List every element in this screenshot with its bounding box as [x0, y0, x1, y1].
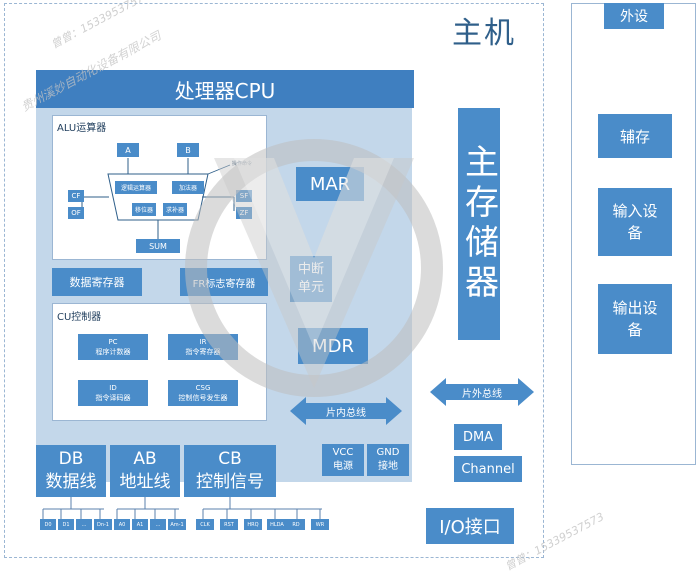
alu-adder: 加法器: [172, 181, 204, 194]
ab-pin: A1: [132, 519, 148, 530]
control-bus-cb: CB 控制信号: [184, 445, 276, 497]
auxiliary-storage: 辅存: [598, 114, 672, 158]
mdr-register: MDR: [298, 328, 368, 364]
cu-id: ID 指令译码器: [78, 380, 148, 406]
cb-pin: HLDA: [267, 519, 287, 530]
db-pin: D0: [40, 519, 56, 530]
cb-pin: RD: [287, 519, 305, 530]
main-memory: 主存储器: [458, 108, 500, 340]
cpu-title: 处理器CPU: [36, 70, 414, 108]
watermark-logo: [185, 139, 443, 397]
host-title: 主机: [452, 16, 516, 51]
bus-pin-connectors: [42, 497, 322, 519]
host-frame: [4, 3, 544, 558]
main-memory-label: 主存储器: [458, 144, 499, 304]
ab-pin: …: [150, 519, 166, 530]
cb-pin: WR: [311, 519, 329, 530]
power-gnd-label: GND: [376, 447, 400, 458]
cu-id-desc: 指令译码器: [95, 394, 131, 402]
address-bus-ab-desc: 地址线: [119, 472, 171, 492]
alu-sum: SUM: [136, 239, 180, 253]
input-device: 输入设备: [598, 188, 672, 256]
cu-csg-label: CSG: [195, 384, 211, 392]
alu-input-a: A: [117, 143, 139, 157]
cb-pin: HRQ: [244, 519, 262, 530]
internal-bus-arrow: [290, 397, 402, 425]
power-gnd: GND 接地: [367, 444, 409, 476]
power-vcc-label: VCC: [332, 447, 354, 458]
flag-sf: SF: [236, 190, 252, 202]
power-vcc-desc: 电源: [333, 461, 353, 472]
cb-pin: RST: [220, 519, 238, 530]
io-interface: I/O接口: [426, 508, 514, 544]
power-gnd-desc: 接地: [378, 461, 398, 472]
alu-input-b: B: [177, 143, 199, 157]
power-vcc: VCC 电源: [322, 444, 364, 476]
ab-pin: A0: [114, 519, 130, 530]
data-bus-db-desc: 数据线: [45, 472, 97, 492]
cu-title: CU控制器: [57, 312, 102, 323]
alu-logic-unit: 逻辑运算器: [115, 181, 157, 194]
db-pin: D1: [58, 519, 74, 530]
flag-of: OF: [68, 207, 84, 219]
cu-pc-desc: 程序计数器: [95, 348, 131, 356]
external-bus-label: 片外总线: [462, 388, 502, 400]
data-register: 数据寄存器: [52, 268, 142, 296]
cu-ir-desc: 指令寄存器: [185, 348, 221, 356]
internal-bus-label: 片内总线: [326, 407, 366, 419]
alu-complement: 求补器: [163, 203, 187, 216]
db-pin: Dn-1: [94, 519, 112, 530]
alu-title: ALU运算器: [57, 123, 107, 134]
db-pin: …: [76, 519, 92, 530]
cu-ir-label: IR: [199, 338, 207, 346]
control-bus-cb-desc: 控制信号: [196, 472, 264, 492]
alu-shifter: 移位器: [132, 203, 156, 216]
mar-register: MAR: [296, 167, 364, 201]
cu-pc-label: PC: [108, 338, 118, 346]
control-bus-cb-label: CB: [218, 449, 242, 469]
flag-zf: ZF: [236, 207, 252, 219]
flag-cf: CF: [68, 190, 84, 202]
external-bus-arrow: [430, 378, 534, 406]
peripheral-title: 外设: [604, 3, 664, 29]
interrupt-unit: 中断单元: [290, 256, 332, 302]
cu-csg-desc: 控制信号发生器: [178, 394, 228, 402]
address-bus-ab-label: AB: [133, 449, 157, 469]
cu-id-label: ID: [109, 384, 117, 392]
output-device: 输出设备: [598, 284, 672, 354]
dma-controller: DMA: [454, 424, 502, 450]
cb-pin: CLK: [196, 519, 214, 530]
channel-unit: Channel: [454, 456, 522, 482]
data-bus-db-label: DB: [58, 449, 84, 469]
data-bus-db: DB 数据线: [36, 445, 106, 497]
cu-pc: PC 程序计数器: [78, 334, 148, 360]
address-bus-ab: AB 地址线: [110, 445, 180, 497]
ab-pin: Am-1: [168, 519, 186, 530]
cu-csg: CSG 控制信号发生器: [168, 380, 238, 406]
